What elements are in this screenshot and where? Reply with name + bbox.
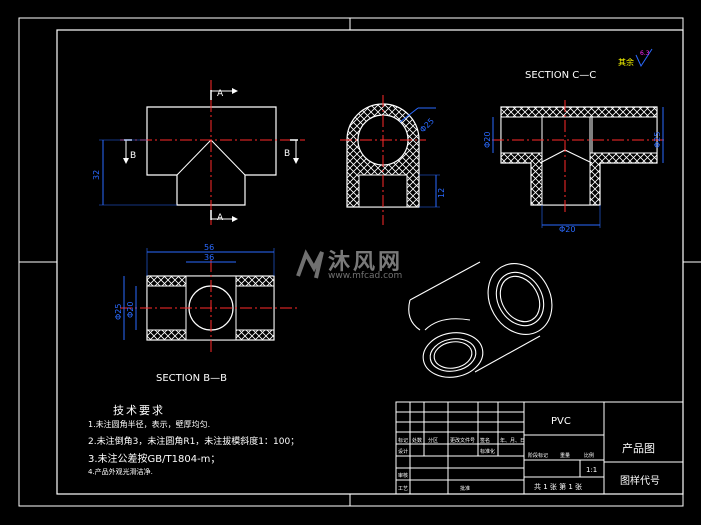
- dim-side-diameter: Φ25: [418, 116, 436, 134]
- cut-label-b-left: B: [130, 151, 136, 161]
- section-cc-label: SECTION C—C: [525, 70, 596, 81]
- dim-bb-top-2: 36: [204, 253, 214, 262]
- title-block-label-stage: 阶段标记: [528, 452, 548, 459]
- section-bb-view: [120, 248, 300, 352]
- title-block-label-zone: 分区: [428, 437, 438, 444]
- dim-bb-left-2: Φ20: [126, 302, 135, 318]
- tech-requirement-item: 2.未注倒角3，未注圆角R1，未注拔模斜度1：100；: [88, 437, 300, 447]
- watermark-url: www.mfcad.com: [328, 271, 403, 281]
- material-text: PVC: [551, 416, 571, 427]
- title-block-label-design: 设计: [398, 448, 408, 455]
- dim-cc-right: Φ25: [653, 132, 662, 148]
- title-block-label-date: 年、月、日: [500, 437, 525, 444]
- cut-label-a-top: A: [217, 89, 224, 99]
- dim-bb-left-1: Φ25: [114, 304, 123, 320]
- title-block-label-process: 工艺: [398, 486, 408, 492]
- drawing-name-text: 产品图: [622, 441, 655, 455]
- scale-text: 1:1: [586, 466, 597, 474]
- dim-front-height: 32: [92, 170, 101, 180]
- section-bb-label: SECTION B—B: [156, 373, 227, 384]
- title-block-label-scale: 比例: [584, 452, 594, 459]
- title-block-label-standard: 标准化: [480, 448, 495, 455]
- sheet-info-text: 共 1 张 第 1 张: [534, 482, 582, 491]
- front-view: [99, 80, 305, 225]
- dim-cc-bottom: Φ20: [559, 225, 575, 234]
- title-block-label-sign: 签名: [480, 437, 490, 444]
- tech-requirement-item: 1.未注圆角半径，表示，壁厚均匀.: [88, 420, 211, 429]
- dim-side-height: 12: [437, 188, 446, 198]
- title-block-label-review: 审核: [398, 472, 408, 479]
- dim-cc-left: Φ20: [483, 132, 492, 148]
- roughness-value: 6.3: [640, 50, 650, 57]
- tech-requirement-item: 3.未注公差按GB/T1804-m；: [88, 454, 221, 465]
- isometric-view: [408, 261, 553, 378]
- watermark-brand: 沐风网: [328, 250, 404, 275]
- title-block-label-mark: 标记: [398, 437, 408, 444]
- section-cc-view: [492, 100, 665, 228]
- side-view-section: [340, 95, 440, 225]
- cut-label-a-bottom: A: [217, 213, 224, 223]
- title-block-label-change: 更改文件号: [450, 437, 475, 444]
- roughness-symbol: [635, 48, 653, 68]
- dim-bb-top-1: 56: [204, 243, 214, 252]
- tech-requirements-title: 技术要求: [113, 404, 165, 417]
- title-block-label-weight: 重量: [560, 452, 570, 459]
- title-block: [395, 401, 684, 495]
- tech-requirement-item: 4.产品外观光滑洁净.: [88, 468, 153, 476]
- cut-label-b-right: B: [284, 149, 290, 159]
- title-block-label-count: 处数: [412, 437, 422, 444]
- title-block-label-approve: 批准: [460, 485, 470, 492]
- roughness-label: 其余: [618, 57, 634, 67]
- drawing-code-text: 图样代号: [620, 474, 660, 487]
- watermark-logo: 沐风网 www.mfcad.com: [292, 246, 442, 286]
